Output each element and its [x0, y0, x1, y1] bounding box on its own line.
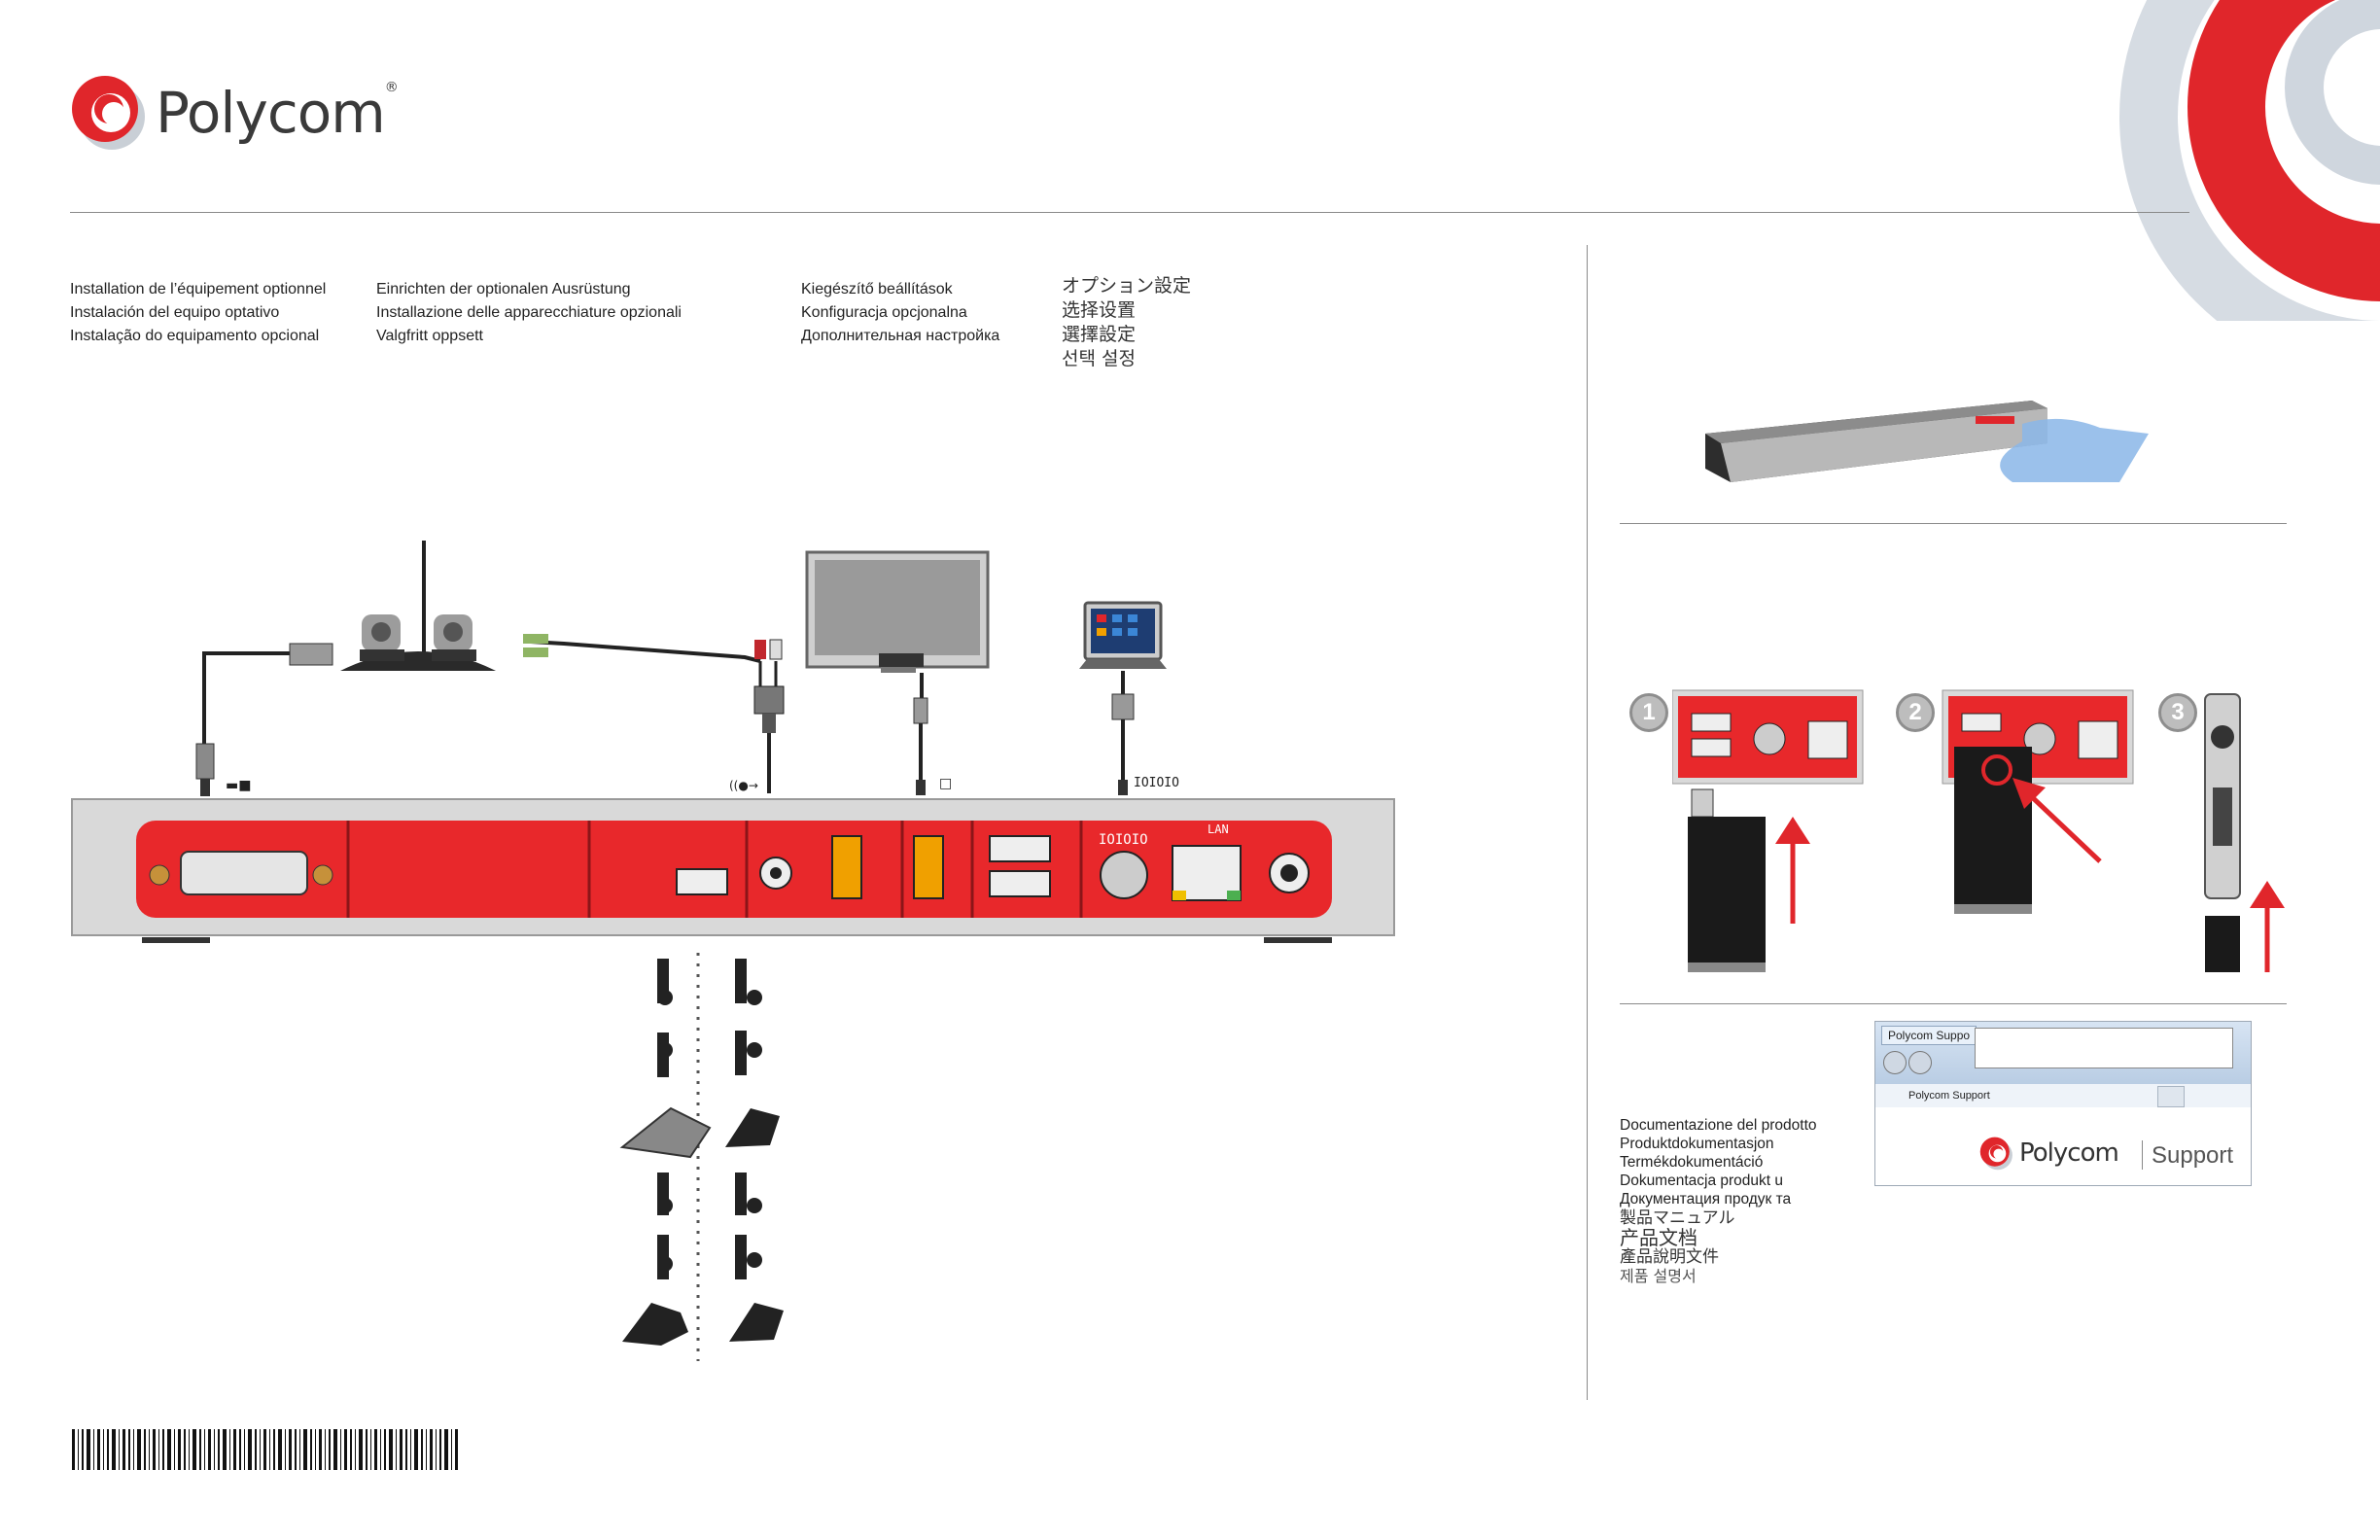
serial-port-label: IOIOIO	[1134, 776, 1179, 790]
connection-diagram: ▬■ ((●→ □	[71, 541, 1395, 1361]
browser-window: Polycom Suppo Polycom Support Polycom Su…	[1874, 1021, 2252, 1186]
logo-wordmark: Polycom®	[156, 80, 399, 146]
documentation-line: Produktdokumentasjon	[1620, 1136, 1774, 1152]
heading-column-3: Kiegészítő beállítások Konfiguracja opcj…	[801, 278, 999, 348]
heading-line: Konfiguracja opcjonalna	[801, 304, 967, 321]
heading-line: Instalación del equipo optativo	[70, 304, 280, 321]
heading-column-1: Installation de l’équipement optionnel I…	[70, 278, 326, 348]
documentation-line: 製品マニュアル	[1620, 1208, 1735, 1228]
site-brand: Polycom	[2019, 1138, 2119, 1168]
documentation-line: Документация продук та	[1620, 1191, 1792, 1208]
step-2-badge: 2	[1896, 693, 1935, 732]
back-button[interactable]	[1883, 1051, 1907, 1074]
panel-serial-label: IOIOIO	[1099, 832, 1148, 848]
site-separator	[2142, 1140, 2143, 1170]
heading-line: 选择设置	[1062, 299, 1137, 321]
vertical-divider	[1587, 245, 1588, 1400]
usb-pairing-steps	[1672, 689, 2285, 972]
svg-text:□: □	[939, 776, 952, 791]
favorites-bar	[1875, 1084, 2251, 1108]
heading-line: Einrichten der optionalen Ausrüstung	[376, 281, 631, 298]
logo-wordmark-text: Polycom	[156, 80, 386, 146]
browser-content	[1875, 1107, 2251, 1185]
documentation-line: 產品說明文件	[1620, 1247, 1719, 1267]
documentation-line: Documentazione del prodotto	[1620, 1117, 1817, 1134]
svg-text:▬■: ▬■	[226, 778, 251, 793]
heading-line: Instalação do equipamento opcional	[70, 328, 320, 344]
heading-line: オプション設定	[1062, 275, 1192, 297]
heading-line: 선택 설정	[1062, 348, 1136, 369]
codec-back-panel	[71, 798, 1395, 943]
barcode-icon	[72, 1429, 458, 1470]
tab-title: Polycom Suppo	[1888, 1029, 1971, 1042]
polycom-logo-icon	[72, 76, 145, 150]
site-section: Support	[2152, 1142, 2233, 1170]
decorative-swirl-icon	[2119, 0, 2380, 321]
right-divider-1	[1620, 523, 2287, 524]
heading-line: Installation de l’équipement optionnel	[70, 281, 327, 298]
lan-port-label: LAN	[1208, 822, 1229, 836]
heading-column-2: Einrichten der optionalen Ausrüstung Ins…	[376, 278, 682, 348]
microphone-left-chain	[619, 959, 712, 1346]
browser-tab[interactable]: Polycom Suppo	[1881, 1026, 1978, 1045]
logo-registered-mark: ®	[384, 80, 399, 95]
step-1-badge: 1	[1629, 693, 1668, 732]
documentation-list: Documentazione del prodotto Produktdokum…	[1620, 1116, 1817, 1286]
polycom-logo	[68, 70, 360, 158]
favorites-button[interactable]	[2157, 1086, 2185, 1107]
site-logo-icon	[1979, 1137, 2012, 1171]
documentation-line: Dokumentacja produkt u	[1620, 1172, 1784, 1189]
svg-text:((●→: ((●→	[729, 779, 758, 792]
heading-line: Дополнительная настройка	[801, 328, 1000, 344]
heading-line: Installazione delle apparecchiature opzi…	[376, 304, 682, 321]
documentation-line: 제품 설명서	[1620, 1267, 1697, 1285]
address-bar[interactable]	[1975, 1028, 2233, 1068]
codec-power-illustration	[1705, 401, 2149, 482]
touch-panel-icon	[1079, 601, 1167, 669]
documentation-line: Termékdokumentáció	[1620, 1154, 1764, 1171]
documentation-line: 产品文档	[1620, 1226, 1698, 1249]
heading-line: 選擇設定	[1062, 324, 1137, 345]
heading-column-4: オプション設定 选择设置 選擇設定 선택 설정	[1062, 274, 1191, 371]
site-brand-name: Polycom	[2019, 1138, 2119, 1168]
header-divider	[70, 212, 2189, 213]
forward-button[interactable]	[1908, 1051, 1932, 1074]
heading-line: Valgfritt oppsett	[376, 328, 483, 344]
microphone-right-chain	[725, 959, 784, 1342]
monitor-icon	[805, 550, 990, 673]
heading-line: Kiegészítő beállítások	[801, 281, 953, 298]
camera-icon	[340, 614, 496, 671]
step-3-badge: 3	[2158, 693, 2197, 732]
site-section-name: Support	[2152, 1142, 2234, 1169]
favorites-item[interactable]: Polycom Support	[1908, 1090, 1990, 1102]
right-divider-2	[1620, 1003, 2287, 1004]
